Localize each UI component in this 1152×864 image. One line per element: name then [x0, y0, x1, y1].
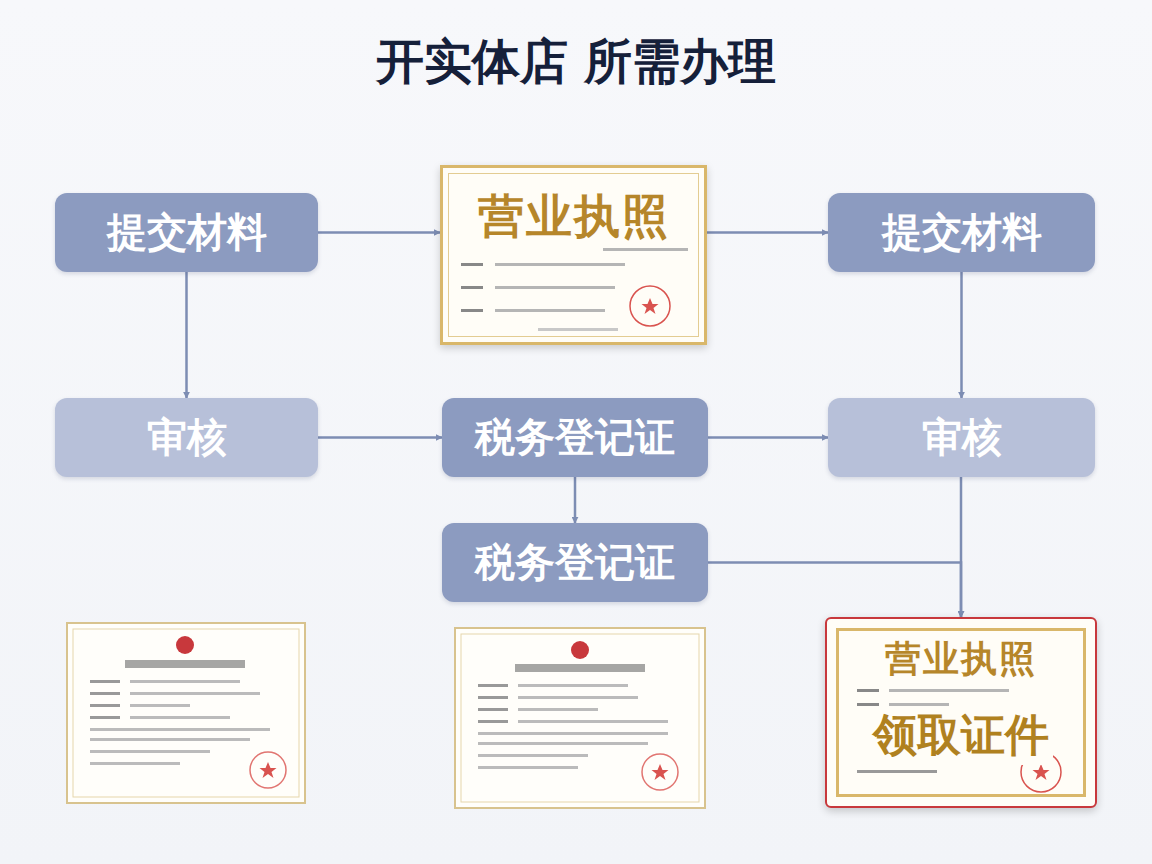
- process-box: 提交材料: [55, 193, 318, 272]
- node-text: 营业执照: [478, 186, 670, 248]
- flow-arrow: [708, 563, 961, 618]
- flow-arrow: [318, 231, 440, 234]
- process-box: 税务登记证: [442, 398, 708, 477]
- node-text: 提交材料: [882, 205, 1042, 260]
- node-text: 领取证件: [869, 706, 1053, 765]
- process-box: 税务登记证: [442, 523, 708, 602]
- node-text: 审核: [922, 410, 1002, 465]
- node-text: 税务登记证: [475, 410, 675, 465]
- certificate-illustration: [455, 628, 705, 808]
- flow-arrow: [960, 272, 963, 398]
- flow-arrow: [708, 436, 828, 439]
- flow-arrow: [574, 477, 577, 523]
- node-text: 税务登记证: [475, 535, 675, 590]
- certificate-node: 营业执照: [440, 165, 707, 345]
- flow-arrow: [185, 272, 188, 398]
- review-box: 审核: [55, 398, 318, 477]
- flow-arrow: [707, 231, 828, 234]
- node-text: 审核: [147, 410, 227, 465]
- process-box: 提交材料: [828, 193, 1095, 272]
- node-text: 提交材料: [107, 205, 267, 260]
- certificate-illustration: [67, 623, 305, 803]
- final-certificate-node: 营业执照领取证件: [825, 617, 1097, 808]
- review-box: 审核: [828, 398, 1095, 477]
- node-text: 营业执照: [885, 635, 1037, 684]
- diagram-title: 开实体店 所需办理: [0, 30, 1152, 94]
- flow-arrow: [318, 436, 442, 439]
